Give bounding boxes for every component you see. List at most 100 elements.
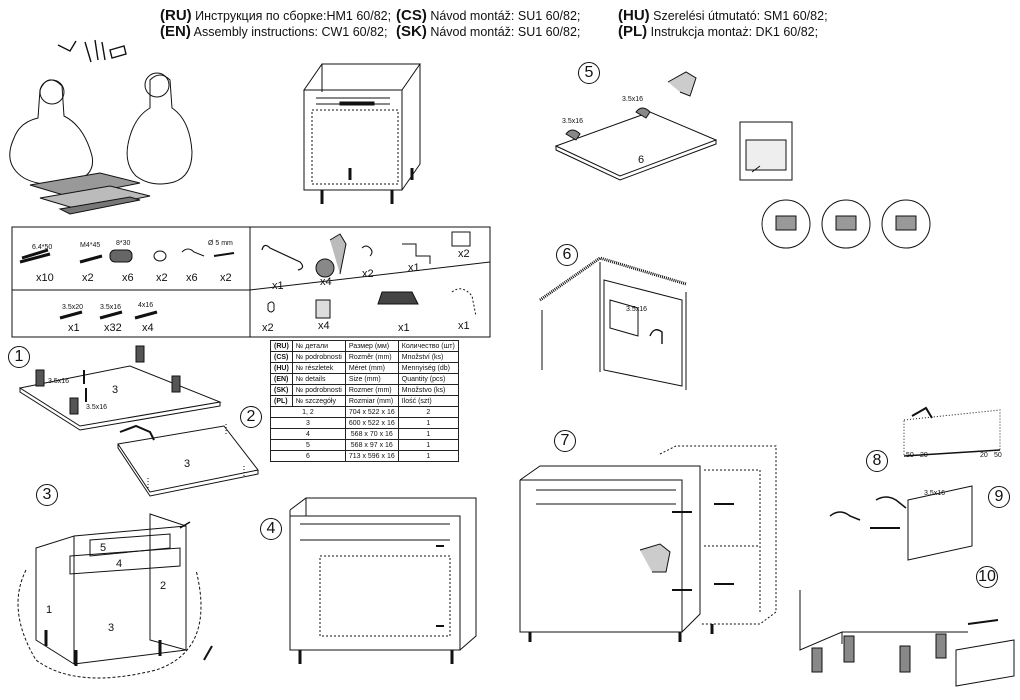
step-number: 3: [36, 484, 58, 506]
hardware-box-fasteners: [11, 226, 251, 338]
fastener-qty: x10: [36, 272, 54, 284]
lang-code: (EN): [270, 373, 293, 385]
cell: 4: [270, 428, 346, 440]
fastener-label: M4*45: [80, 242, 101, 249]
fitting-qty: x2: [262, 322, 274, 334]
panel-number: 2: [160, 580, 167, 592]
step3-drawing: [17, 513, 213, 679]
step-number: 7: [554, 430, 576, 452]
cell: Mennyiség (db): [397, 362, 459, 374]
lang-code: (RU): [160, 7, 192, 24]
header-row-1: (RU) Инструкция по сборке:HM1 60/82; (CS)…: [160, 8, 828, 24]
fitting-qty: x4: [318, 320, 330, 332]
step6-drawing: [539, 256, 687, 390]
header-text: Assembly instructions: CW1 60/82;: [193, 25, 388, 39]
step-number: 10: [976, 566, 998, 588]
step2-drawing: [117, 424, 259, 497]
lang-code: (HU): [270, 362, 293, 374]
header-text: Návod montáž: SU1 60/82;: [430, 25, 581, 39]
step4-drawing: [289, 497, 477, 664]
lang-code: (RU): [270, 340, 293, 352]
header-text: Návod montáž: SU1 60/82;: [430, 9, 581, 23]
step7-drawing: [519, 445, 777, 642]
fitting-qty: x2: [458, 248, 470, 260]
cell: 713 x 596 x 16: [344, 450, 399, 462]
fastener-qty: x2: [220, 272, 232, 284]
fitting-qty: x2: [362, 268, 374, 280]
cell: 6: [270, 450, 346, 462]
lang-code: (CS): [396, 7, 427, 24]
panel-number: 6: [638, 154, 645, 166]
cell: 1: [397, 439, 459, 451]
screw-qty: x1: [68, 322, 80, 334]
fitting-qty: x1: [398, 322, 410, 334]
lang-code: (CS): [270, 351, 293, 363]
screw-callout: 3.5x16: [622, 96, 644, 103]
fastener-label: 8*30: [116, 240, 131, 247]
cell: Size (mm): [344, 373, 399, 385]
screw-label: 3.5x16: [100, 304, 122, 311]
header-text: Инструкция по сборке:HM1 60/82;: [195, 9, 392, 23]
screw-callout: 3.5x16: [48, 378, 70, 385]
fitting-qty: x1: [408, 262, 420, 274]
cell: № детали: [291, 340, 346, 352]
lang-code: (SK): [270, 384, 293, 396]
cell: 568 x 97 x 16: [344, 439, 399, 451]
screw-qty: x32: [104, 322, 122, 334]
dimension-label: 20: [980, 452, 988, 459]
cell: № podrobnosti: [291, 351, 346, 363]
cell: Количество (шт): [397, 340, 459, 352]
lang-code: (EN): [160, 23, 191, 40]
step-number: 2: [240, 406, 262, 428]
cell: № részletek: [291, 362, 346, 374]
panel-number: 3: [112, 384, 119, 396]
step-number: 1: [8, 346, 30, 368]
panel-number: 3: [184, 458, 191, 470]
step1-drawing: [18, 345, 222, 431]
cell: Размер (мм): [344, 340, 399, 352]
screw-callout: 3.5x16: [626, 306, 648, 313]
cell: № podrobnosti: [291, 384, 346, 396]
step5-drawing: [554, 71, 793, 181]
lang-code: (SK): [396, 23, 427, 40]
step10-drawing: [799, 590, 1015, 687]
cell: 1: [397, 428, 459, 440]
cell: 1, 2: [270, 406, 346, 418]
step-number: 4: [260, 518, 282, 540]
fastener-qty: x6: [186, 272, 198, 284]
cell: 1: [397, 417, 459, 429]
fitting-qty: x1: [272, 280, 284, 292]
cell: Množstvo (ks): [397, 384, 459, 396]
cell: Quantity (pcs): [397, 373, 459, 385]
fitting-qty: x1: [458, 320, 470, 332]
panel-number: 1: [46, 604, 53, 616]
cell: 2: [397, 406, 459, 418]
cell: 1: [397, 450, 459, 462]
cell: 5: [270, 439, 346, 451]
step-number: 5: [578, 62, 600, 84]
screw-qty: x4: [142, 322, 154, 334]
step9-drawing: [829, 485, 973, 561]
screw-callout: 3.5x16: [562, 118, 584, 125]
cell: № details: [291, 373, 346, 385]
dimension-label: 50: [994, 452, 1002, 459]
lang-code: (PL): [618, 23, 648, 40]
cell: 568 x 70 x 16: [344, 428, 399, 440]
panel-number: 3: [108, 622, 115, 634]
panel-number: 5: [100, 542, 107, 554]
cell: 704 x 522 x 16: [344, 406, 399, 418]
cell: № szczegóły: [291, 395, 346, 407]
header-text: Szerelési útmutató: SM1 60/82;: [653, 9, 828, 23]
screw-callout: 3.5x16: [86, 404, 108, 411]
hinge-adjust-details: [761, 199, 931, 249]
header-row-2: (EN) Assembly instructions: CW1 60/82; (S…: [160, 24, 828, 40]
cell: Ilość (szt): [397, 395, 459, 407]
